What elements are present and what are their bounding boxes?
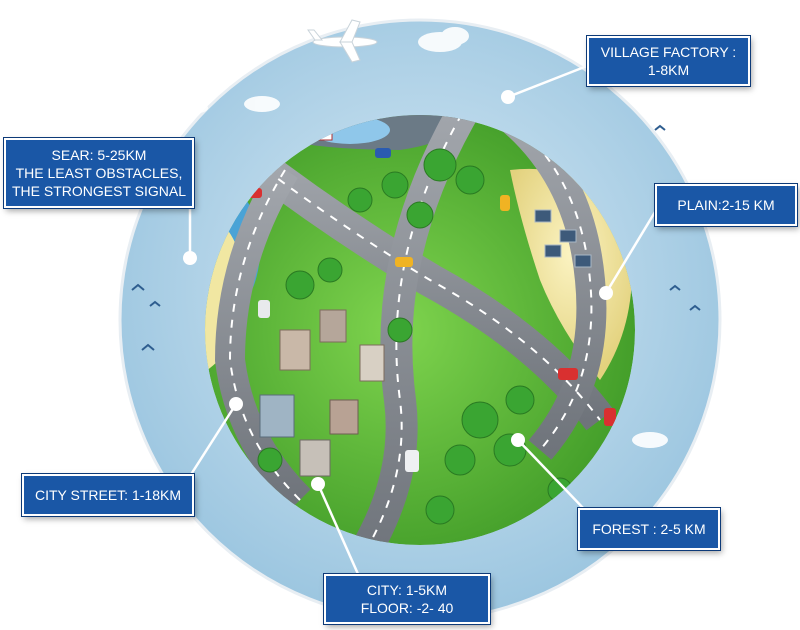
cloud-icon bbox=[188, 27, 668, 448]
city-street-range-text: CITY STREET: 1-18KM bbox=[34, 487, 181, 503]
sear-range-text: SEAR: 5-25KM bbox=[51, 147, 147, 163]
village-factory-title: VILLAGE FACTORY : bbox=[600, 44, 737, 60]
city-street-range-label: CITY STREET: 1-18KM bbox=[22, 474, 194, 516]
airplane-icon bbox=[307, 19, 378, 63]
solar-panels bbox=[534, 209, 592, 268]
forest-range-text: FOREST : 2-5 KM bbox=[592, 521, 706, 537]
city-floor-text: FLOOR: -2- 40 bbox=[360, 600, 454, 616]
village-factory-range: 1-8KM bbox=[647, 62, 690, 78]
forest-range-label: FOREST : 2-5 KM bbox=[578, 508, 720, 550]
sear-range-label: SEAR: 5-25KM THE LEAST OBSTACLES, THE ST… bbox=[4, 138, 194, 208]
bird-icons bbox=[131, 124, 701, 351]
sear-note-line1: THE LEAST OBSTACLES, bbox=[15, 165, 183, 181]
callout-dots bbox=[183, 90, 613, 491]
plain-range-label: PLAIN:2-15 KM bbox=[655, 184, 797, 226]
city-range-label: CITY: 1-5KM FLOOR: -2- 40 bbox=[324, 574, 490, 624]
city-buildings bbox=[259, 309, 385, 477]
plain-range-text: PLAIN:2-15 KM bbox=[677, 197, 775, 213]
callout-lines bbox=[188, 64, 657, 575]
sear-note-line2: THE STRONGEST SIGNAL bbox=[12, 183, 186, 199]
village-factory-range-label: VILLAGE FACTORY : 1-8KM bbox=[587, 36, 750, 86]
city-range-text: CITY: 1-5KM bbox=[366, 582, 448, 598]
